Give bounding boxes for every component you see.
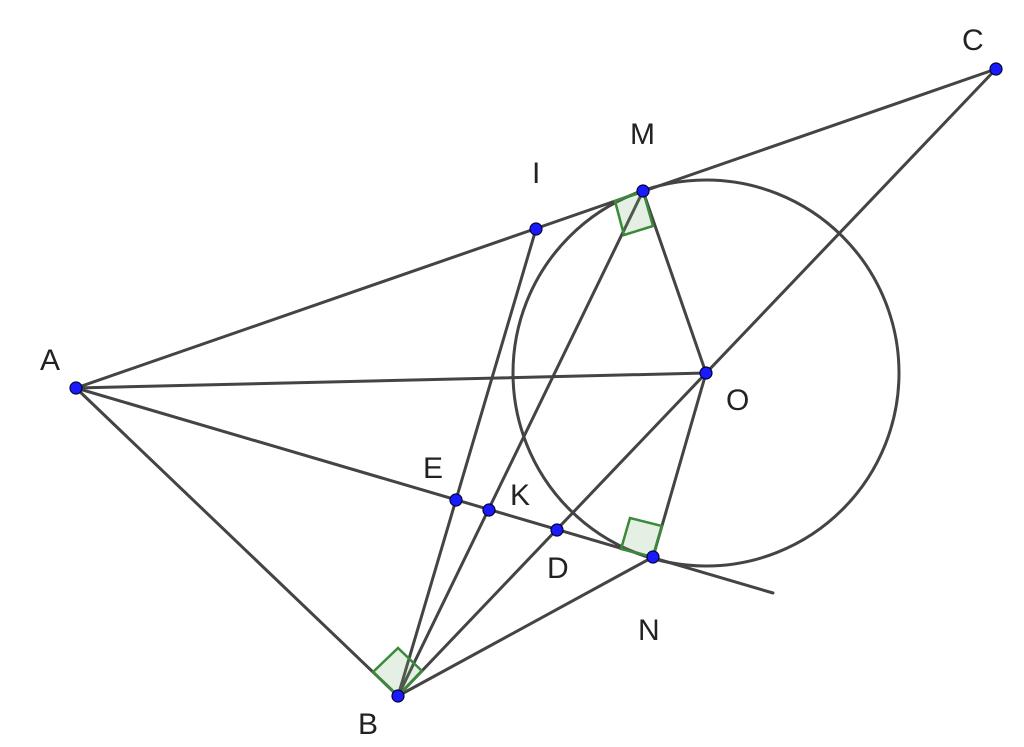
segment-bm <box>396 189 645 698</box>
label-o: O <box>726 384 749 417</box>
right-angle-m <box>613 189 655 237</box>
point-m <box>636 184 650 198</box>
line-ad-extended <box>74 386 775 595</box>
point-d <box>550 523 564 537</box>
point-i <box>529 222 543 236</box>
right-angle-b <box>371 646 424 698</box>
point-b <box>391 689 405 703</box>
segment-bi <box>396 227 538 698</box>
label-n: N <box>638 614 660 647</box>
point-k <box>482 503 496 517</box>
segment-ao <box>74 371 708 390</box>
label-a: A <box>40 344 60 377</box>
label-c: C <box>962 24 984 57</box>
label-e: E <box>423 452 443 485</box>
circle-o <box>511 178 901 568</box>
point-o <box>699 366 713 380</box>
segment-bn <box>396 555 655 698</box>
label-b: B <box>358 708 378 741</box>
label-d: D <box>547 552 569 585</box>
label-k: K <box>510 479 530 512</box>
label-m: M <box>630 118 655 151</box>
segment-bc <box>396 67 998 698</box>
point-a <box>69 381 83 395</box>
point-c <box>989 62 1003 76</box>
right-angle-n <box>619 516 664 559</box>
label-i: I <box>532 157 540 190</box>
segment-mo <box>641 189 708 375</box>
point-n <box>646 550 660 564</box>
segment-ab <box>74 386 400 698</box>
point-e <box>449 493 463 507</box>
